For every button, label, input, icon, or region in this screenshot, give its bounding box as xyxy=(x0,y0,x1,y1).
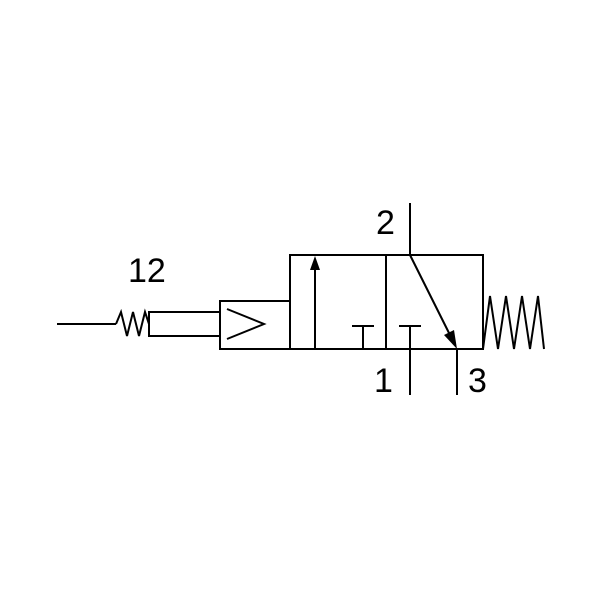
port-label-2: 2 xyxy=(376,204,395,242)
valve-position-right xyxy=(385,254,484,350)
valve-position-left xyxy=(289,254,387,350)
return-spring-icon xyxy=(482,295,545,350)
right-position-paths xyxy=(399,254,457,349)
pilot-actuator-box xyxy=(219,300,291,350)
pilot-actuator xyxy=(219,300,291,350)
pilot-triangle-icon xyxy=(226,308,267,340)
port-label-3: 3 xyxy=(468,362,487,400)
port-label-1: 1 xyxy=(374,362,393,400)
pilot-spring-icon xyxy=(115,308,150,337)
valve-body xyxy=(289,254,484,350)
pilot-line xyxy=(57,308,150,337)
left-position-paths xyxy=(310,256,374,349)
actuator-rod xyxy=(148,311,221,337)
arrow-up-icon xyxy=(310,256,320,270)
flow-line-diagonal xyxy=(409,254,453,340)
arrow-diagonal-icon xyxy=(444,330,457,349)
port-label-12: 12 xyxy=(128,252,166,290)
